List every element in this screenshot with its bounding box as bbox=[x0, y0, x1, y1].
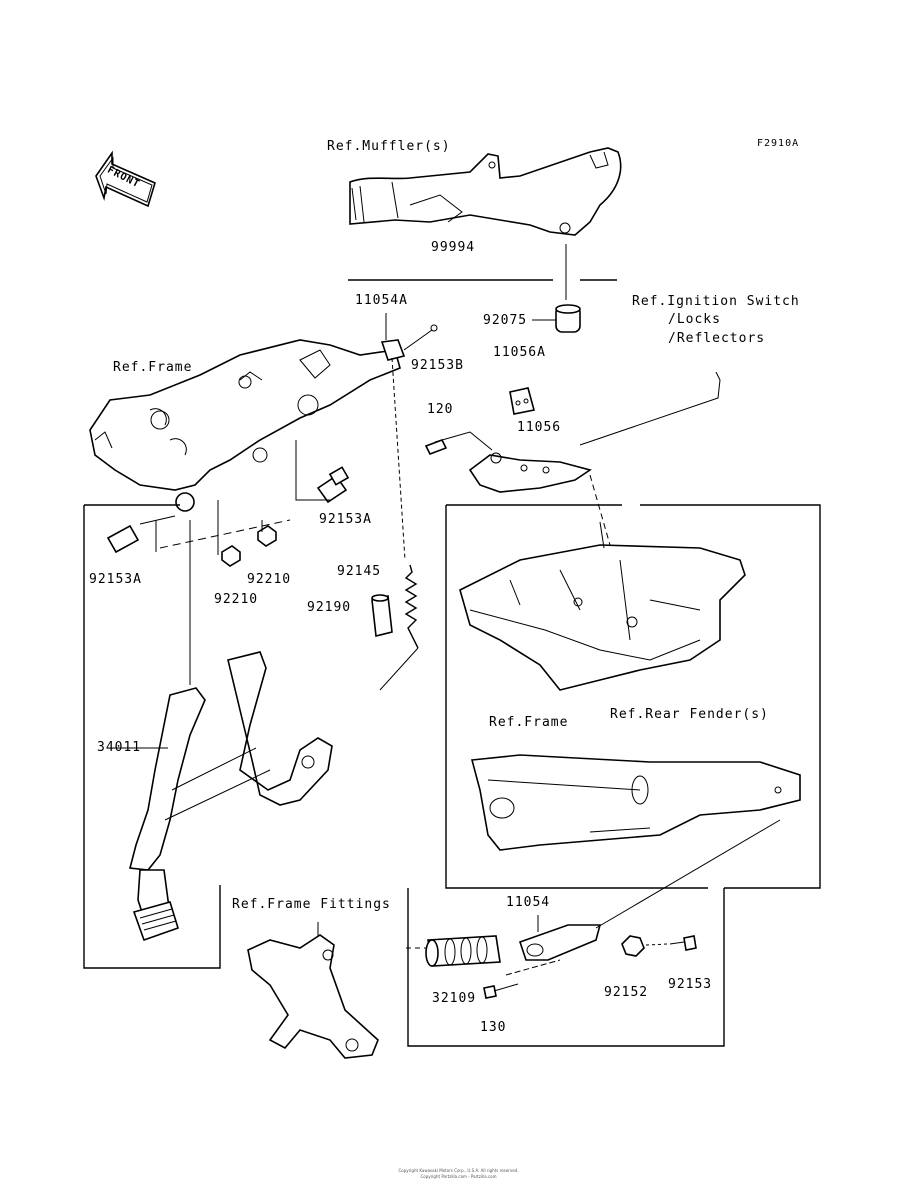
nut-92152-part bbox=[621, 935, 645, 957]
shaft-11054a-part bbox=[380, 313, 438, 561]
main-stand-34011-part bbox=[110, 651, 333, 942]
part-label-92190: 92190 bbox=[307, 600, 352, 615]
arm-11054-part bbox=[505, 819, 781, 976]
footer-copyright-line1: Copyright Kawasaki Motors Corp., U.S.A. … bbox=[398, 1168, 519, 1173]
part-label-92210-a: 92210 bbox=[247, 572, 292, 587]
part-label-120: 120 bbox=[427, 402, 454, 417]
spring-92145-part bbox=[379, 564, 419, 691]
part-label-11056: 11056 bbox=[517, 420, 562, 435]
part-label-92210-b: 92210 bbox=[214, 592, 259, 607]
part-label-32109: 32109 bbox=[432, 991, 477, 1006]
ref-rear-fender-label: Ref.Rear Fender(s) bbox=[610, 707, 769, 722]
ref-ignition-label-line2: /Locks bbox=[668, 312, 721, 327]
ref-ignition-label-line3: /Reflectors bbox=[668, 331, 766, 346]
part-label-92153b: 92153B bbox=[411, 358, 464, 373]
bolt-92153-part bbox=[645, 935, 697, 951]
upper-frame-part bbox=[89, 339, 401, 512]
part-label-11054: 11054 bbox=[506, 895, 551, 910]
bolt-130-part bbox=[483, 983, 519, 999]
part-label-34011: 34011 bbox=[97, 740, 142, 755]
ignition-ref-line bbox=[579, 371, 721, 446]
rear-frame-part bbox=[459, 521, 746, 691]
figure-id: F2910A bbox=[757, 138, 800, 149]
part-label-130: 130 bbox=[480, 1020, 507, 1035]
ref-frame-lower-label: Ref.Frame bbox=[489, 715, 569, 730]
part-label-92152: 92152 bbox=[604, 985, 649, 1000]
muffler-bracket-part bbox=[349, 147, 622, 236]
bracket-11056a-part bbox=[509, 387, 535, 415]
part-label-11054a: 11054A bbox=[355, 293, 408, 308]
stand-damper-32109-part bbox=[406, 935, 501, 967]
bolt-120-part bbox=[424, 438, 448, 456]
ref-frame-fittings-label: Ref.Frame Fittings bbox=[232, 897, 391, 912]
rubber-92075-part bbox=[532, 304, 581, 333]
part-label-92153a-left: 92153A bbox=[89, 572, 142, 587]
part-label-99994: 99994 bbox=[431, 240, 476, 255]
part-label-92145: 92145 bbox=[337, 564, 382, 579]
ref-frame-upper-label: Ref.Frame bbox=[113, 360, 193, 375]
sidestand-group-box bbox=[407, 888, 725, 1047]
swing-arm-part bbox=[470, 754, 801, 851]
part-label-92153a-right: 92153A bbox=[319, 512, 372, 527]
part-label-92153: 92153 bbox=[668, 977, 713, 992]
bolt-92153a-left-part bbox=[106, 515, 176, 554]
ref-ignition-label-line1: Ref.Ignition Switch bbox=[632, 294, 800, 309]
footer-copyright-line2: Copyright Partzilla.com - Partzilla.com bbox=[420, 1174, 497, 1179]
part-label-11056a: 11056A bbox=[493, 345, 546, 360]
front-arrow-icon bbox=[95, 150, 156, 208]
nut-92210-part bbox=[159, 500, 291, 567]
frame-reference-box bbox=[445, 504, 821, 889]
frame-fittings-part bbox=[247, 922, 379, 1059]
part-label-92075: 92075 bbox=[483, 313, 528, 328]
stand-group-box bbox=[83, 504, 221, 969]
ref-muffler-label: Ref.Muffler(s) bbox=[327, 139, 451, 154]
bolt-92153a-right-part bbox=[295, 440, 350, 504]
spring-cover-92190-part bbox=[371, 594, 393, 637]
bracket-11056-part bbox=[434, 431, 592, 493]
